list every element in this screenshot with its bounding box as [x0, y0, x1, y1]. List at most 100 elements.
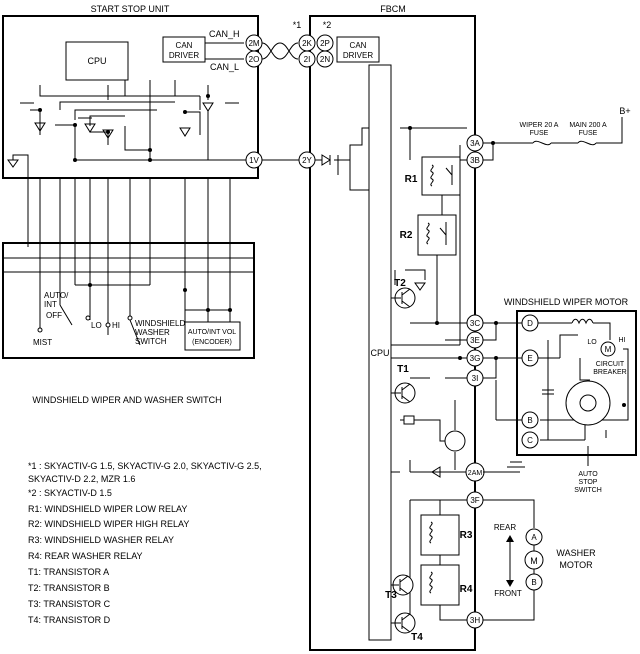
washer-motor-title-1: WASHER — [556, 548, 596, 558]
ssu-can-driver-box — [162, 36, 206, 63]
washer-front-label: FRONT — [494, 589, 522, 598]
legend-line-3: *2 : SKYACTIV-D 1.5 — [28, 488, 112, 498]
relay-r4-box — [420, 564, 460, 606]
wiper-motor-title: WINDSHIELD WIPER MOTOR — [504, 297, 629, 307]
terminal-1V-label: 1V — [249, 156, 259, 165]
transistor-t1-label: T1 — [397, 364, 409, 375]
terminal-B-label: B — [527, 416, 532, 425]
terminal-3I-label: 3I — [472, 374, 479, 383]
auto-stop-label-3: SWITCH — [574, 487, 602, 494]
ssu-can-driver-label-1: CAN — [176, 41, 193, 50]
relay-r1-box — [421, 156, 461, 196]
switch-title: WINDSHIELD WIPER AND WASHER SWITCH — [32, 395, 221, 405]
main-fuse-label-1: MAIN 200 A — [569, 122, 607, 129]
switch-hi: HI — [112, 321, 120, 330]
legend-line-2: SKYACTIV-D 2.2, MZR 1.6 — [28, 474, 135, 484]
diode-icon — [431, 466, 441, 478]
terminal-3A-label: 3A — [470, 139, 480, 148]
terminal-D-label: D — [527, 319, 533, 328]
legend-line-1: *1 : SKYACTIV-G 1.5, SKYACTIV-G 2.0, SKY… — [28, 461, 262, 471]
wiper-motor-icon — [600, 341, 616, 357]
transistor-t2-label: T2 — [394, 278, 406, 289]
fbcm-title: FBCM — [380, 4, 406, 14]
can-h-label: CAN_H — [209, 29, 240, 39]
twisted-pair — [261, 42, 299, 60]
wiper-fuse-label-1: WIPER 20 A — [520, 122, 559, 129]
terminal-B-washer-label: B — [531, 578, 536, 587]
washer-rear-label: REAR — [494, 523, 516, 532]
washer-motor-m: M — [530, 556, 538, 566]
relay-r3-label: R3 — [460, 530, 473, 541]
arrow-down-icon — [506, 580, 514, 587]
legend-line-10: T3: TRANSISTOR C — [28, 599, 111, 609]
fbcm-can-driver-label-1: CAN — [350, 41, 367, 50]
legend-line-5: R2: WINDSHIELD WIPER HIGH RELAY — [28, 519, 189, 529]
terminal-3H-label: 3H — [470, 616, 480, 625]
auto-stop-label-2: STOP — [579, 479, 598, 486]
terminal-C-label: C — [527, 436, 533, 445]
relay-r2-label: R2 — [400, 230, 413, 241]
legend-line-7: R4: REAR WASHER RELAY — [28, 551, 143, 561]
main-fuse-icon — [577, 140, 597, 146]
b-plus-label: B+ — [619, 106, 630, 116]
transistor-t4-label: T4 — [411, 632, 423, 643]
wiper-washer-switch-box — [2, 242, 255, 359]
wiper-fuse-label-2: FUSE — [530, 130, 549, 137]
diode-icon — [179, 127, 191, 137]
fbcm-can-driver-label-2: DRIVER — [343, 51, 373, 60]
terminal-A-washer-label: A — [531, 533, 537, 542]
relay-r4-label: R4 — [460, 584, 473, 595]
ground-icon — [414, 282, 426, 291]
terminal-2K-label: 2K — [302, 39, 312, 48]
washer-motor-title-2: MOTOR — [559, 560, 593, 570]
motor-hi-label: HI — [619, 337, 626, 344]
terminal-B — [521, 411, 539, 429]
switch-off: OFF — [46, 311, 62, 320]
relay-r1-label: R1 — [405, 174, 418, 185]
switch-mist: MIST — [33, 338, 52, 347]
switch-lo: LO — [91, 321, 102, 330]
transistor-t3-label: T3 — [385, 590, 397, 601]
terminal-2I — [298, 50, 316, 68]
arrow-up-icon — [506, 535, 514, 542]
switch-auto-int-1: AUTO/ — [44, 291, 69, 300]
terminal-2O-label: 2O — [249, 55, 260, 64]
fbcm-can-driver-box — [336, 36, 380, 63]
terminal-3C-label: 3C — [470, 319, 480, 328]
diode-icon — [202, 102, 214, 112]
terminal-2AM-label: 2AM — [468, 470, 483, 477]
terminal-3G-label: 3G — [470, 354, 481, 363]
terminal-3E-label: 3E — [470, 336, 480, 345]
auto-int-vol-label-2: (ENCODER) — [192, 339, 232, 346]
terminal-2I-label: 2I — [304, 55, 311, 64]
ssu-can-driver-label-2: DRIVER — [169, 51, 199, 60]
wiper-motor-box — [516, 310, 637, 456]
terminal-2N-label: 2N — [320, 55, 330, 64]
legend-line-8: T1: TRANSISTOR A — [28, 567, 109, 577]
ground-icon — [7, 159, 19, 168]
terminal-3F-label: 3F — [470, 496, 479, 505]
ssu-cpu-box — [65, 41, 129, 81]
terminal-C — [521, 431, 539, 449]
star1-mark: *1 — [293, 20, 302, 30]
terminal-2P-label: 2P — [320, 39, 330, 48]
diode-icon — [321, 154, 331, 166]
legend-line-11: T4: TRANSISTOR D — [28, 615, 111, 625]
terminal-2N — [316, 50, 334, 68]
switch-washer-1: WINDSHIELD — [135, 319, 185, 328]
circuit-breaker-label-2: BREAKER — [593, 369, 626, 376]
star2-mark: *2 — [323, 20, 332, 30]
terminal-3B-label: 3B — [470, 156, 480, 165]
terminal-E-label: E — [527, 354, 532, 363]
switch-washer-2: WASHER — [135, 328, 170, 337]
terminal-2Y-label: 2Y — [302, 156, 312, 165]
relay-r3-box — [420, 514, 460, 556]
relay-r2-box — [417, 214, 457, 256]
wiper-motor-m: M — [605, 345, 612, 354]
auto-stop-label-1: AUTO — [578, 471, 598, 478]
motor-lo-label: LO — [587, 339, 597, 346]
wiper-fuse-icon — [532, 140, 552, 146]
legend-line-6: R3: WINDSHIELD WASHER RELAY — [28, 535, 174, 545]
terminal-D — [521, 314, 539, 332]
auto-int-vol-encoder-box — [184, 321, 241, 351]
